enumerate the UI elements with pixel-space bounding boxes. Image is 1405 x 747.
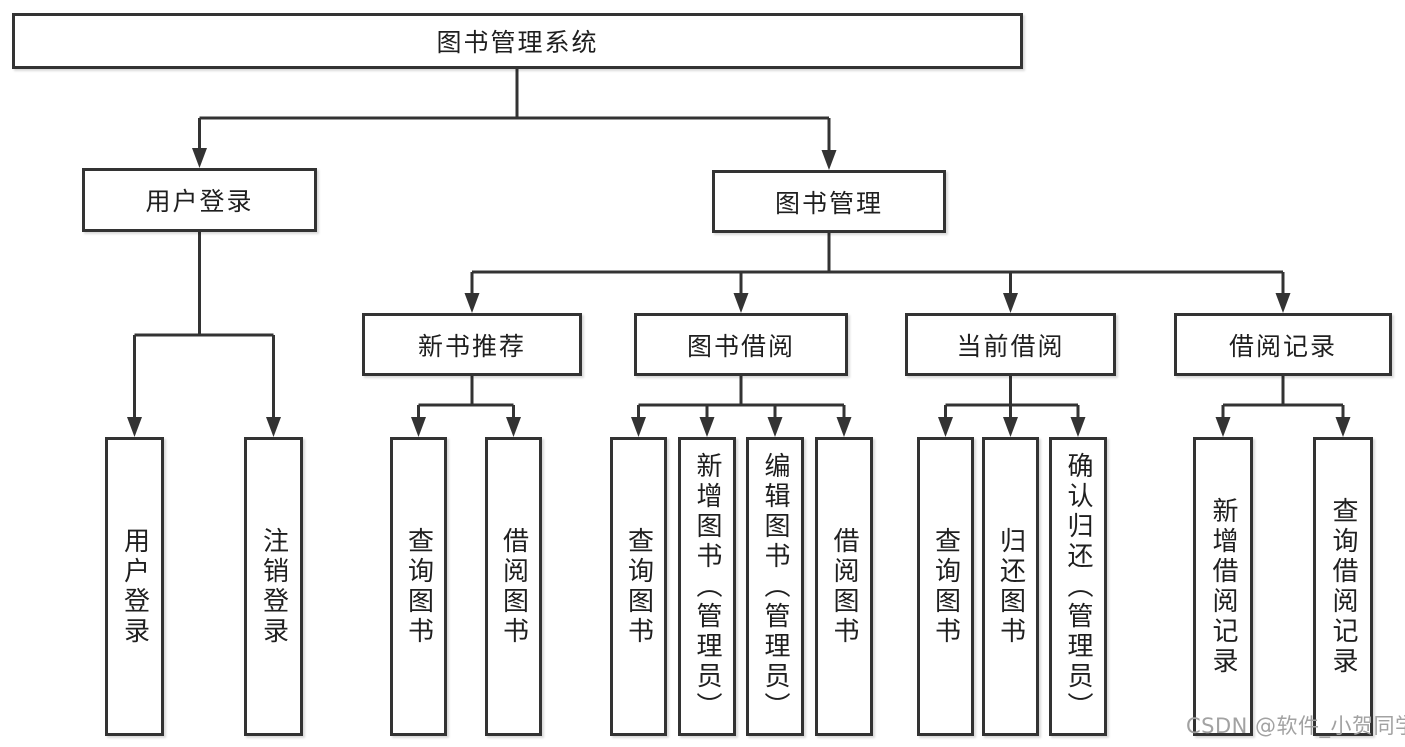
- leaf-query-borrow-record-label: 查询借阅记录: [1328, 496, 1358, 677]
- leaf-borrow-books-2: 借阅图书: [815, 437, 873, 736]
- leaf-borrow-books-1-label: 借阅图书: [498, 526, 529, 647]
- leaf-query-books-2-label: 查询图书: [623, 526, 654, 647]
- leaf-logout: 注销登录: [244, 437, 303, 736]
- leaf-query-books-1-label: 查询图书: [403, 526, 434, 647]
- node-book-borrow-label: 图书借阅: [686, 331, 795, 361]
- node-new-book-recommend: 新书推荐: [362, 313, 582, 376]
- node-borrow-records: 借阅记录: [1174, 313, 1392, 376]
- leaf-edit-books-admin-label: 编辑图书（管理员）: [760, 451, 790, 722]
- node-borrow-records-label: 借阅记录: [1228, 331, 1337, 361]
- leaf-logout-label: 注销登录: [258, 526, 289, 647]
- node-root-label: 图书管理系统: [436, 28, 599, 57]
- leaf-add-books-admin-label: 新增图书（管理员）: [692, 451, 722, 722]
- leaf-edit-books-admin: 编辑图书（管理员）: [746, 437, 804, 736]
- node-new-book-recommend-label: 新书推荐: [417, 331, 526, 361]
- leaf-user-login-label: 用户登录: [119, 526, 150, 647]
- node-current-borrow-label: 当前借阅: [956, 331, 1065, 361]
- leaf-confirm-return-admin-label: 确认归还（管理员）: [1063, 451, 1093, 722]
- leaf-borrow-books-2-label: 借阅图书: [829, 526, 859, 647]
- leaf-return-books: 归还图书: [982, 437, 1039, 736]
- node-root: 图书管理系统: [12, 13, 1023, 69]
- leaf-add-borrow-record: 新增借阅记录: [1193, 437, 1253, 736]
- leaf-borrow-books-1: 借阅图书: [485, 437, 542, 736]
- leaf-confirm-return-admin: 确认归还（管理员）: [1049, 437, 1107, 736]
- node-current-borrow: 当前借阅: [905, 313, 1116, 376]
- node-book-management-label: 图书管理: [774, 188, 883, 218]
- leaf-user-login: 用户登录: [105, 437, 164, 736]
- node-user-login-label: 用户登录: [145, 187, 254, 216]
- watermark: CSDN @软件_小贺同学: [1186, 714, 1405, 738]
- node-book-management: 图书管理: [712, 170, 946, 233]
- leaf-query-borrow-record: 查询借阅记录: [1313, 437, 1373, 736]
- leaf-return-books-label: 归还图书: [995, 526, 1026, 647]
- leaf-query-books-2: 查询图书: [610, 437, 667, 736]
- node-book-borrow: 图书借阅: [634, 313, 848, 376]
- leaf-query-books-3: 查询图书: [917, 437, 974, 736]
- arrowheads: [127, 148, 1351, 437]
- leaf-add-books-admin: 新增图书（管理员）: [678, 437, 736, 736]
- node-user-login: 用户登录: [82, 168, 317, 232]
- leaf-add-borrow-record-label: 新增借阅记录: [1208, 496, 1238, 677]
- leaf-query-books-1: 查询图书: [390, 437, 447, 736]
- leaf-query-books-3-label: 查询图书: [930, 526, 961, 647]
